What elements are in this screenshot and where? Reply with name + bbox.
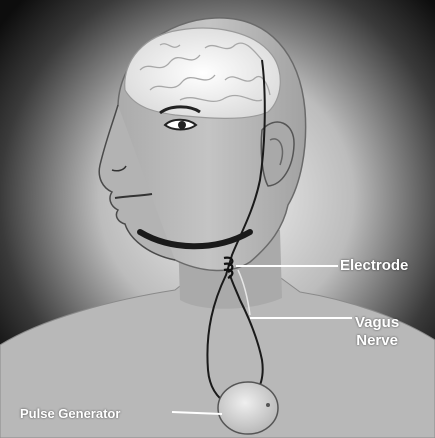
brain	[125, 28, 281, 118]
pulse-generator-label: Pulse Generator	[20, 405, 120, 423]
vagus-nerve-label: Vagus Nerve	[355, 314, 399, 350]
vagus-label-line2: Nerve	[355, 332, 399, 350]
pulse-generator	[218, 382, 278, 434]
electrode-label: Electrode	[340, 257, 408, 275]
vagus-label-line1: Vagus	[355, 314, 399, 332]
